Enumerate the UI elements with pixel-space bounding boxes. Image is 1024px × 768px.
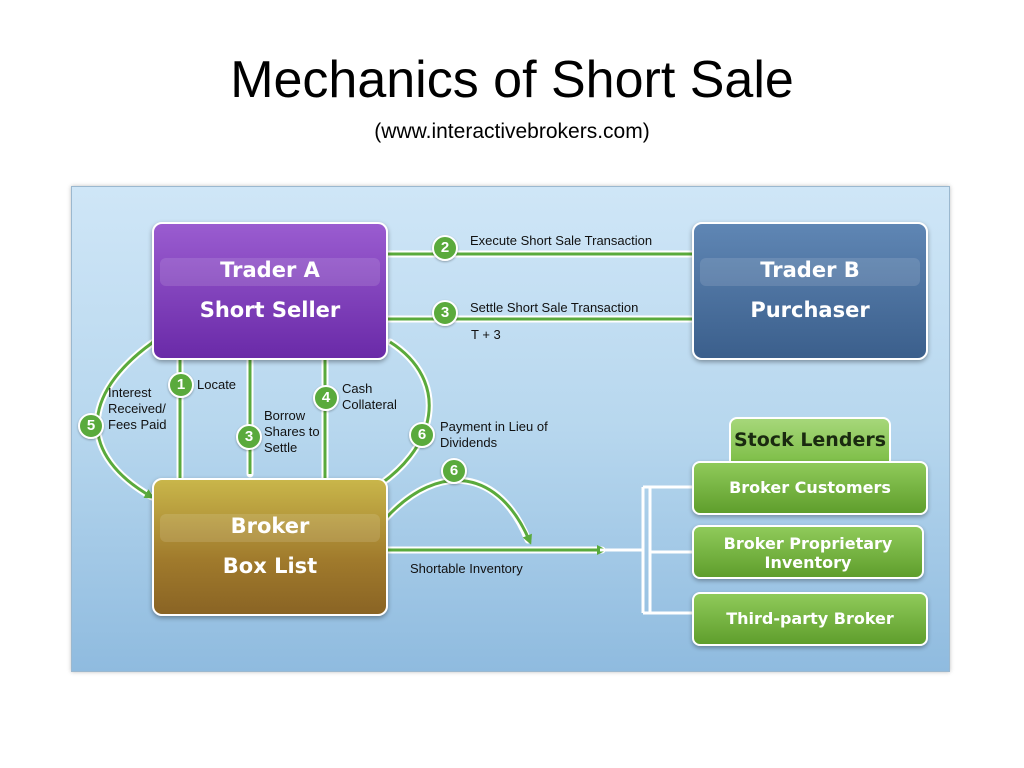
step-2-badge: 2 <box>432 235 458 261</box>
step-6-lender-badge: 6 <box>441 458 467 484</box>
stock-lenders-title: Stock Lenders <box>729 417 891 463</box>
slide-title: Mechanics of Short Sale <box>230 51 794 109</box>
locate-label: Locate <box>197 377 237 392</box>
trader-a-title: Trader A <box>220 258 320 282</box>
inventory-label: Shortable Inventory <box>410 561 523 576</box>
box-gloss <box>700 258 920 286</box>
step-3-borrow-badge: 3 <box>236 424 262 450</box>
slide-subtitle: (www.interactivebrokers.com) <box>374 120 650 143</box>
trader-a-role: Short Seller <box>199 298 341 322</box>
box-gloss <box>160 258 380 286</box>
lender-broker-proprietary: Broker Proprietary Inventory <box>692 525 924 579</box>
trader-b-role: Purchaser <box>750 298 870 322</box>
payment-arrow <box>365 340 431 494</box>
settle-sub-label: T + 3 <box>471 327 501 342</box>
interest-label: Interest Received/ Fees Paid <box>108 385 167 432</box>
step-3-settle-badge: 3 <box>432 300 458 326</box>
broker-box: Broker Box List <box>152 478 388 616</box>
borrow-label: Borrow Shares to Settle <box>264 408 320 455</box>
box-gloss <box>160 514 380 542</box>
cash-label: Cash Collateral <box>342 381 397 412</box>
lender-broker-customers: Broker Customers <box>692 461 928 515</box>
step-6-badge: 6 <box>409 422 435 448</box>
payment-lender-arrow <box>384 479 532 545</box>
lenders-bracket <box>600 485 694 615</box>
step-5-badge: 5 <box>78 413 104 439</box>
trader-b-title: Trader B <box>760 258 860 282</box>
trader-b-box: Trader B Purchaser <box>692 222 928 360</box>
payment-label: Payment in Lieu of Dividends <box>440 419 548 450</box>
broker-title: Broker <box>230 514 310 538</box>
step-1-badge: 1 <box>168 372 194 398</box>
settle-label: Settle Short Sale Transaction <box>470 300 639 315</box>
lender-third-party: Third-party Broker <box>692 592 928 646</box>
execute-label: Execute Short Sale Transaction <box>470 233 653 248</box>
step-4-badge: 4 <box>313 385 339 411</box>
broker-subtitle: Box List <box>222 554 318 578</box>
trader-a-box: Trader A Short Seller <box>152 222 388 360</box>
